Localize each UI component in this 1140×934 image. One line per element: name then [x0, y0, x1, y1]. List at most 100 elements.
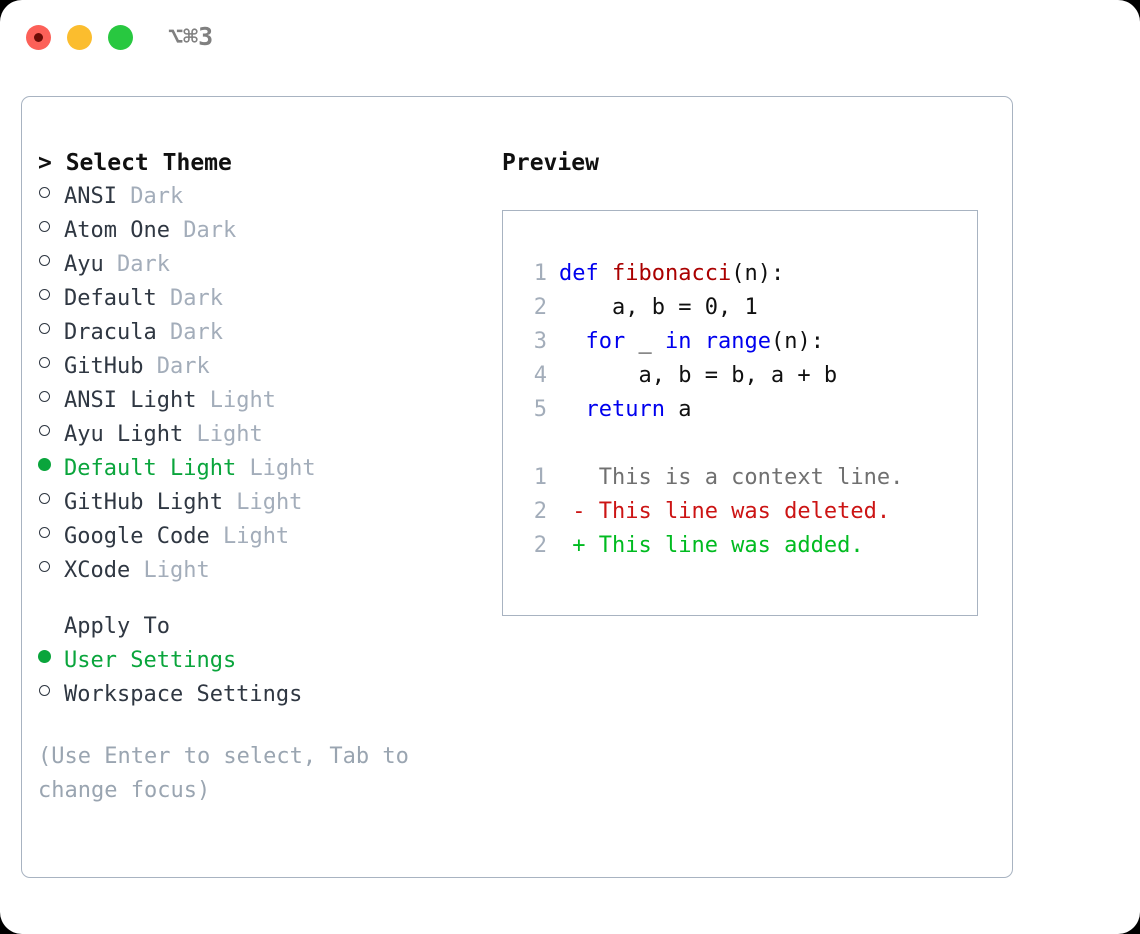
apply-to-option[interactable]: Workspace Settings — [38, 678, 478, 712]
theme-option[interactable]: Ayu Light Light — [38, 418, 478, 452]
radio-glyph — [38, 650, 51, 663]
radio-glyph — [39, 561, 50, 572]
code-token: _ — [625, 329, 665, 354]
radio-glyph — [39, 289, 50, 300]
radio-glyph — [39, 527, 50, 538]
theme-option[interactable]: Default Light Light — [38, 452, 478, 486]
theme-option[interactable]: Atom One Dark — [38, 214, 478, 248]
theme-option-variant: Light — [143, 558, 210, 583]
code-token: in — [665, 329, 692, 354]
theme-option-variant: Light — [249, 456, 316, 481]
theme-option-variant: Dark — [183, 218, 237, 243]
theme-option-variant: Dark — [117, 252, 170, 277]
code-token — [692, 329, 705, 354]
theme-option-variant: Light — [209, 388, 276, 413]
theme-option[interactable]: XCode Light — [38, 554, 478, 588]
diff-line: 2 + This line was added. — [517, 529, 969, 563]
code-token: (n): — [770, 329, 824, 354]
theme-option[interactable]: Ayu Dark — [38, 248, 478, 282]
radio-glyph — [39, 493, 50, 504]
diff-line-number: 1 — [533, 465, 547, 490]
code-token: 1 — [744, 295, 758, 320]
theme-option[interactable]: Google Code Light — [38, 520, 478, 554]
code-token: a, b = — [611, 295, 705, 320]
close-button[interactable] — [26, 25, 51, 50]
theme-option-variant: Light — [222, 524, 290, 549]
code-line-text: return a — [559, 393, 692, 427]
diff-line-number: 2 — [533, 499, 547, 524]
theme-option[interactable]: ANSI Dark — [38, 180, 478, 214]
theme-option[interactable]: ANSI Light Light — [38, 384, 478, 418]
diff-lines: 1 This is a context line.2 - This line w… — [517, 461, 969, 563]
code-token: def — [559, 261, 612, 286]
code-line-number: 2 — [533, 295, 547, 320]
theme-option[interactable]: Default Dark — [38, 282, 478, 316]
diff-line-text: + This line was added. — [559, 533, 864, 558]
keyboard-shortcut-label: ⌥⌘3 — [168, 22, 214, 51]
window-controls — [26, 25, 133, 50]
radio-glyph — [39, 187, 50, 198]
code-line-number: 4 — [533, 363, 547, 388]
code-spacer — [517, 427, 969, 461]
diff-line: 1 This is a context line. — [517, 461, 969, 495]
apply-to-option-label: User Settings — [64, 648, 237, 673]
theme-option-label: ANSI Light — [64, 388, 197, 413]
radio-glyph — [39, 425, 50, 436]
radio-glyph — [39, 255, 50, 266]
radio-glyph — [38, 458, 51, 471]
maximize-button[interactable] — [108, 25, 133, 50]
preview-title: Preview — [502, 150, 599, 176]
theme-option-label: ANSI — [64, 184, 117, 209]
theme-option-label: GitHub Light — [64, 490, 223, 515]
code-line: 2 a, b = 0, 1 — [517, 291, 969, 325]
code-token: for — [585, 329, 626, 354]
code-token: , — [717, 295, 745, 320]
code-line-number: 1 — [533, 261, 547, 286]
theme-option-variant: Dark — [169, 286, 223, 311]
code-line-number: 5 — [533, 397, 547, 422]
theme-option-label: Google Code — [64, 524, 210, 549]
code-token: (n): — [731, 261, 785, 286]
radio-glyph — [39, 357, 50, 368]
code-line-text: for _ in range(n): — [559, 325, 824, 359]
select-theme-header: > Select Theme — [38, 150, 232, 176]
theme-option-label: Dracula — [64, 320, 157, 345]
keyboard-hint: (Use Enter to select, Tab to change focu… — [38, 744, 423, 803]
theme-option-label: Ayu Light — [64, 422, 184, 447]
apply-to-option-label: Workspace Settings — [64, 682, 303, 707]
radio-glyph — [39, 685, 50, 696]
code-token: a, b = b, a + b — [638, 363, 838, 388]
radio-glyph — [39, 391, 50, 402]
apply-to-option[interactable]: User Settings — [38, 644, 478, 678]
radio-glyph — [39, 221, 50, 232]
apply-to-header: Apply To — [64, 614, 170, 639]
code-line-text: a, b = b, a + b — [559, 359, 837, 393]
theme-option-label: XCode — [64, 558, 131, 583]
diff-line: 2 - This line was deleted. — [517, 495, 969, 529]
theme-option-label: GitHub — [64, 354, 144, 379]
diff-line-text: - This line was deleted. — [559, 499, 891, 524]
radio-glyph — [39, 323, 50, 334]
theme-option-variant: Dark — [156, 354, 210, 379]
code-line: 3 for _ in range(n): — [517, 325, 969, 359]
theme-option-variant: Dark — [169, 320, 223, 345]
code-line-text: def fibonacci(n): — [559, 257, 784, 291]
theme-option-label: Default Light — [64, 456, 237, 481]
theme-option[interactable]: GitHub Dark — [38, 350, 478, 384]
code-token: a — [664, 397, 692, 422]
theme-option-label: Default — [64, 286, 157, 311]
code-line: 5 return a — [517, 393, 969, 427]
code-token: range — [704, 329, 771, 354]
code-line-text: a, b = 0, 1 — [559, 291, 758, 325]
theme-option[interactable]: Dracula Dark — [38, 316, 478, 350]
code-line: 4 a, b = b, a + b — [517, 359, 969, 393]
theme-option[interactable]: GitHub Light Light — [38, 486, 478, 520]
minimize-button[interactable] — [67, 25, 92, 50]
